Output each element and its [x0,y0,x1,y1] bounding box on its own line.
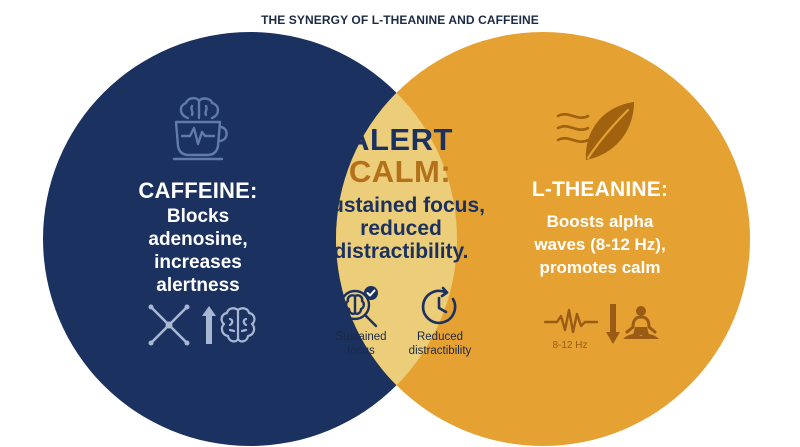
blocked-adenosine-icon [148,304,190,346]
caffeine-description: Blocks adenosine, increases alertness [108,205,288,297]
wave-icon [543,308,599,334]
caffeine-line: increases [154,252,242,273]
theanine-line: waves (8-12 Hz), [534,235,666,254]
sustained-focus-label: Sustained focus [318,330,404,358]
label-line: Reduced [416,331,464,343]
meditation-icon [623,306,659,339]
reduced-distractibility-label: Reduced distractibility [392,330,488,358]
caffeine-circle [43,32,457,446]
label-line: Sustained [335,331,387,343]
up-arrow-icon [202,306,216,344]
overlap-line: Sustained focus, [316,194,486,217]
theanine-heading: L-THEANINE: [531,178,669,201]
label-line: focus [347,345,375,357]
alpha-wave-label: 8-12 Hz [552,340,588,351]
brain-icon [220,307,256,343]
theanine-circle [336,32,750,446]
label-line: distractibility [408,345,472,357]
clock-refresh-icon [421,286,457,325]
theanine-line: promotes calm [539,258,661,277]
theanine-description: Boosts alpha waves (8-12 Hz), promotes c… [500,210,700,279]
brain-magnifier-check-icon [339,286,378,328]
caffeine-heading: CAFFEINE: [138,178,258,203]
page-title: THE SYNERGY OF L-THEANINE AND CAFFEINE [261,13,539,27]
alert-heading: ALERT [347,122,453,157]
overlap-description: Sustained focus, reduced distractibility… [292,194,510,263]
calm-heading: CALM: [348,154,452,189]
tea-leaf-steam-icon [556,102,634,160]
overlap-line: distractibility. [333,240,469,263]
caffeine-line: alertness [156,275,240,296]
brain-in-coffee-cup-icon [172,97,228,161]
caffeine-line: adenosine, [148,229,248,250]
down-arrow-icon [606,304,620,344]
overlap-line: reduced [360,217,442,240]
caffeine-line: Blocks [166,206,230,227]
theanine-line: Boosts alpha [546,212,654,231]
